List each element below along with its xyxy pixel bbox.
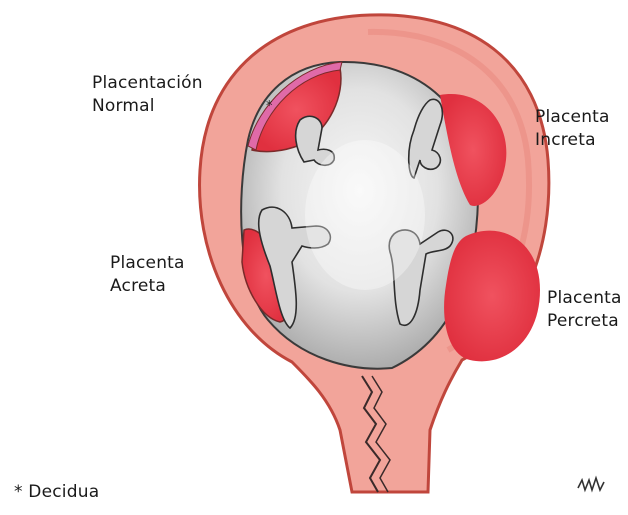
label-placenta-increta: Placenta Increta — [535, 106, 610, 152]
decidua-marker: * — [266, 99, 273, 114]
label-acreta-line1: Placenta — [110, 252, 185, 275]
label-placenta-acreta: Placenta Acreta — [110, 252, 185, 298]
footnote-decidua: * Decidua — [14, 481, 99, 504]
label-normal-line1: Placentación — [92, 72, 203, 95]
label-normal-line2: Normal — [92, 95, 203, 118]
artist-signature — [578, 478, 604, 490]
label-percreta-line2: Percreta — [547, 310, 622, 333]
label-acreta-line2: Acreta — [110, 275, 185, 298]
label-percreta-line1: Placenta — [547, 287, 622, 310]
placenta-percreta — [444, 231, 540, 362]
label-placenta-percreta: Placenta Percreta — [547, 287, 622, 333]
cavity-highlight — [305, 140, 425, 290]
label-increta-line1: Placenta — [535, 106, 610, 129]
label-placentacion-normal: Placentación Normal — [92, 72, 203, 118]
label-increta-line2: Increta — [535, 129, 610, 152]
